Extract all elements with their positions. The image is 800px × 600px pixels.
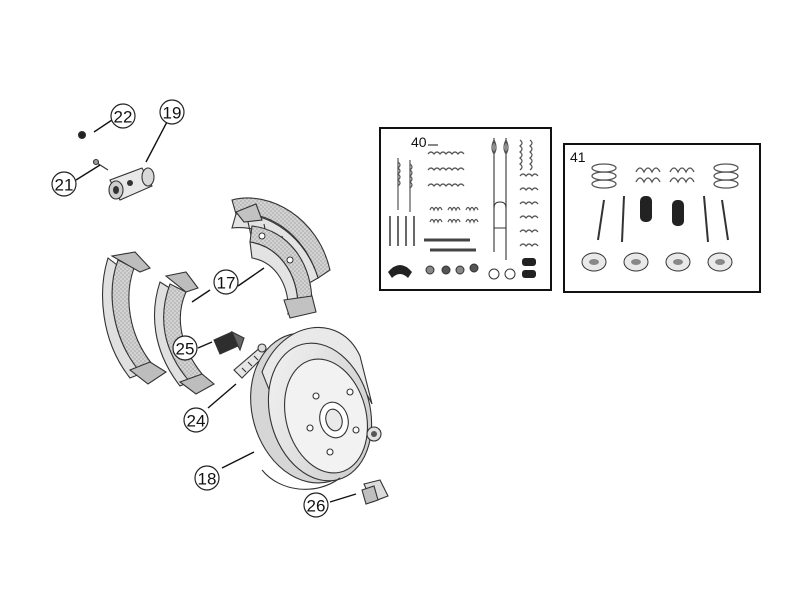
bleeder-screw — [92, 158, 109, 171]
kit-40-label: 40 — [411, 134, 427, 150]
callout-24-label: 24 — [187, 412, 206, 431]
callout-26-label: 26 — [307, 497, 326, 516]
drum-retainer-nut — [366, 426, 382, 442]
callout-26: 26 — [303, 492, 329, 518]
callout-17: 17 — [213, 269, 239, 295]
callout-17-label: 17 — [217, 274, 236, 293]
bleeder-cap — [77, 130, 87, 140]
kit-41-label: 41 — [570, 149, 586, 165]
callout-24: 24 — [183, 407, 209, 433]
kit-40-springs — [389, 138, 539, 260]
lug-nut — [361, 479, 389, 505]
callout-21: 21 — [51, 171, 77, 197]
kit-41-pins — [597, 195, 729, 243]
wheel-cylinder — [108, 167, 155, 201]
kit-40-small-parts — [388, 201, 536, 280]
callout-19: 19 — [159, 99, 185, 125]
brake-shoe-pair-front — [102, 251, 215, 395]
callout-19-label: 19 — [163, 104, 182, 123]
callout-25-label: 25 — [176, 340, 195, 359]
kit-41-springs — [591, 163, 739, 189]
hold-down-kit-41: 41 — [563, 143, 761, 293]
brake-drum — [250, 326, 373, 490]
adjuster-nut — [213, 330, 245, 355]
callout-18-label: 18 — [198, 470, 217, 489]
callout-22: 22 — [110, 103, 136, 129]
brake-shoe-pair-rear — [231, 197, 331, 319]
callout-25: 25 — [172, 335, 198, 361]
callout-22-label: 22 — [114, 108, 133, 127]
leader-lines — [75, 119, 357, 503]
callout-21-label: 21 — [55, 176, 74, 195]
callout-18: 18 — [194, 465, 220, 491]
hardware-kit-40: 40 — [379, 127, 552, 291]
kit-41-retainer-cups — [581, 252, 733, 272]
